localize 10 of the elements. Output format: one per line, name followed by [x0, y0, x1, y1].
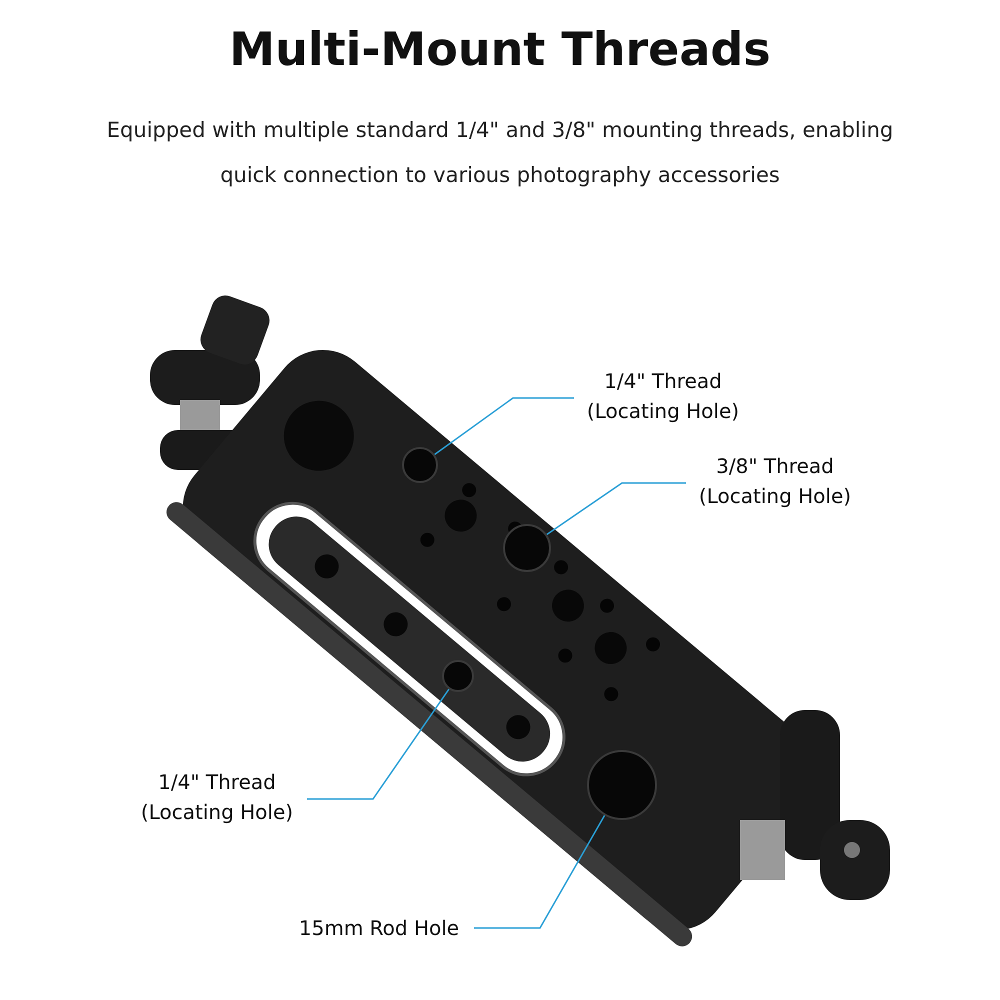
title: Multi-Mount Threads	[228, 22, 772, 76]
callout-label: 3/8" Thread (Locating Hole)	[690, 451, 860, 511]
callout-label: 15mm Rod Hole	[288, 913, 470, 943]
callout-label: 1/4" Thread (Locating Hole)	[578, 366, 748, 426]
leader-line	[474, 814, 606, 929]
leader-line	[434, 397, 574, 456]
description-text: Equipped with multiple standard 1/4" and 3/8" mounting threads, enabling quick connection to various photography accessories	[106, 117, 894, 189]
callout-label: 1/4" Thread (Locating Hole)	[131, 767, 303, 827]
leader-line	[307, 688, 450, 800]
leader-line	[546, 482, 686, 536]
